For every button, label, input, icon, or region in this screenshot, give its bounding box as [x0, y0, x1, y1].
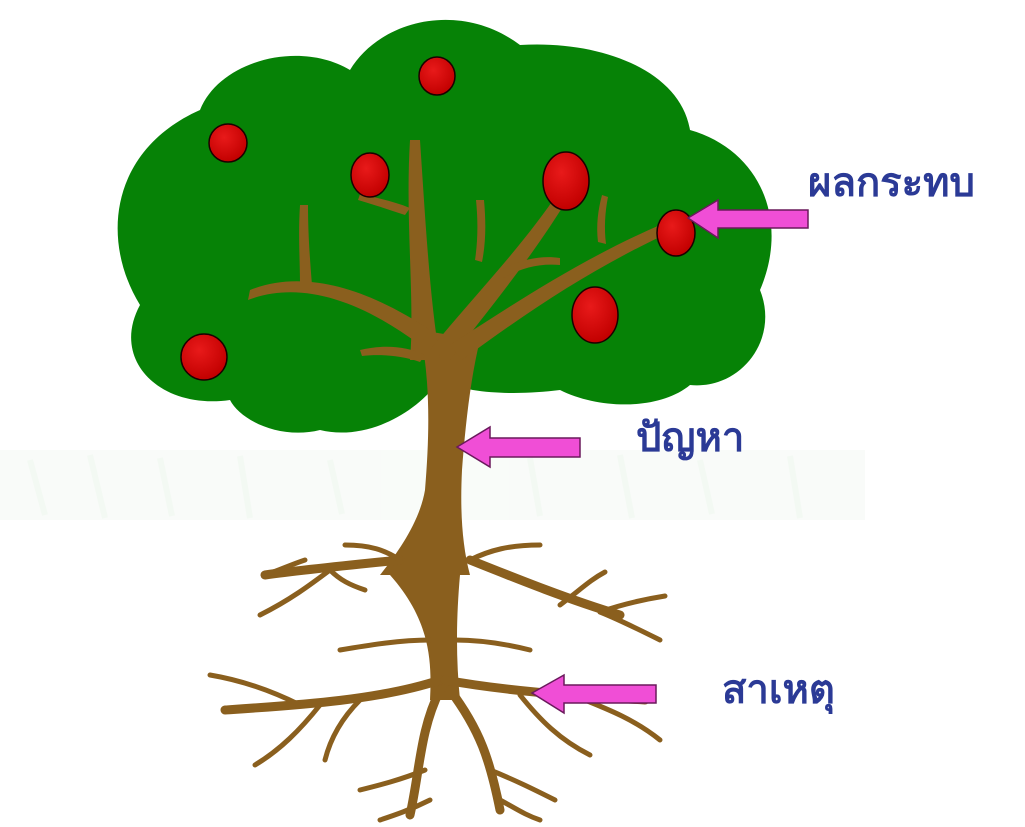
- fruit: [209, 124, 247, 162]
- fruit: [181, 334, 227, 380]
- arrow-causes: [532, 675, 656, 713]
- fruit: [572, 287, 618, 343]
- fruit: [351, 153, 389, 197]
- label-effects: ผลกระทบ: [808, 163, 975, 203]
- label-causes: สาเหตุ: [722, 670, 835, 710]
- fruit: [419, 57, 455, 95]
- label-problem: ปัญหา: [636, 418, 744, 458]
- fruit: [543, 152, 589, 210]
